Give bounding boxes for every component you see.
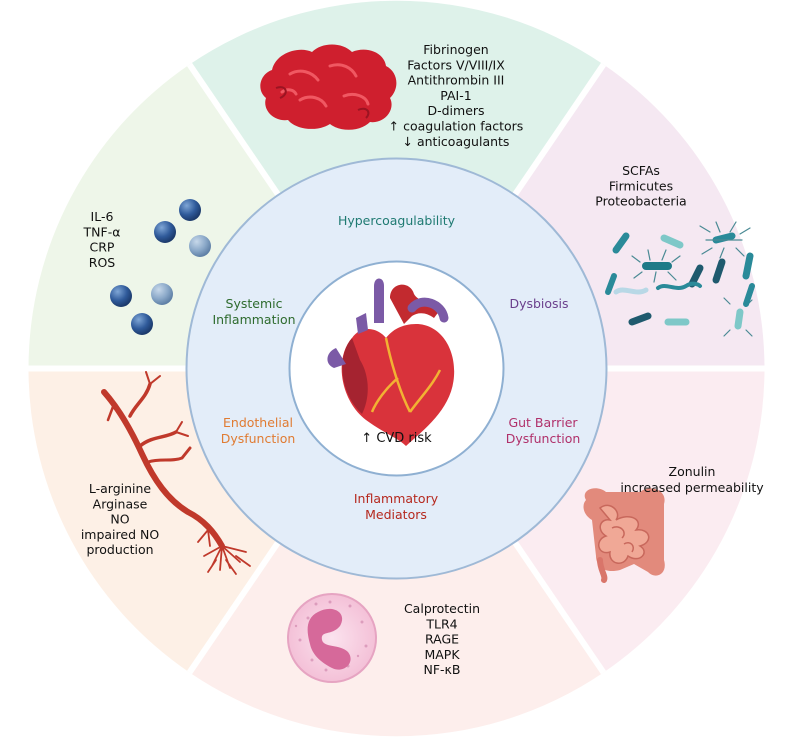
inner-label-line: Mediators (365, 507, 427, 522)
segment-text-line: RAGE (425, 632, 459, 647)
inner-label-line: Endothelial (223, 415, 293, 430)
segment-text-line: PAI-1 (440, 88, 471, 103)
segment-text-line: Proteobacteria (595, 194, 686, 209)
inner-label-dysbiosis: Dysbiosis (509, 296, 568, 311)
segment-text-line: TNF-α (83, 224, 121, 239)
segment-text-line: Zonulin (669, 464, 716, 479)
inner-label-line: Inflammatory (354, 491, 439, 506)
blood-clot-icon (260, 44, 397, 130)
center-label: ↑ CVD risk (361, 431, 432, 446)
heart-icon (327, 278, 455, 446)
segment-text-line: NO (110, 512, 129, 527)
segment-text-line: ROS (89, 255, 116, 270)
bacteria-icon (605, 221, 755, 337)
inner-label-hypercoagulability: Hypercoagulability (338, 213, 456, 228)
neutrophil-icon (287, 593, 377, 683)
inner-label-line: Gut Barrier (508, 415, 578, 430)
segment-text-line: SCFAs (622, 163, 660, 178)
segment-text-line: TLR4 (425, 616, 457, 631)
segment-text-line: Factors V/VIII/IX (407, 57, 505, 72)
cytokine-spheres-icon (110, 199, 211, 335)
blood-vessel-icon (101, 371, 251, 575)
segment-text-line: impaired NO (81, 527, 160, 542)
segment-text-line: IL-6 (91, 209, 114, 224)
segment-text-line: ↓ anticoagulants (403, 134, 510, 149)
segment-text-line: D-dimers (427, 103, 484, 118)
segment-text-line: MAPK (424, 647, 460, 662)
inner-label-line: Systemic (226, 296, 283, 311)
segment-text-line: Calprotectin (404, 601, 480, 616)
inner-label-line: Dysbiosis (509, 296, 568, 311)
segment-text-line: Fibrinogen (423, 42, 488, 57)
segment-text-line: NF-κB (424, 662, 461, 677)
segment-text-line: CRP (90, 240, 115, 255)
segment-text-line: increased permeability (620, 480, 764, 495)
segment-text-line: Antithrombin III (408, 73, 505, 88)
inner-label-line: Dysfunction (506, 431, 581, 446)
inner-label-line: Hypercoagulability (338, 213, 456, 228)
segment-text-line: L-arginine (89, 481, 152, 496)
inner-label-line: Dysfunction (221, 431, 296, 446)
intestine-icon (583, 488, 665, 583)
segment-text-line: ↑ coagulation factors (389, 119, 524, 134)
segment-text-line: production (86, 542, 153, 557)
inner-label-line: Inflammation (212, 312, 295, 327)
segment-text-line: Arginase (93, 496, 148, 511)
segment-text-line: Firmicutes (609, 178, 673, 193)
